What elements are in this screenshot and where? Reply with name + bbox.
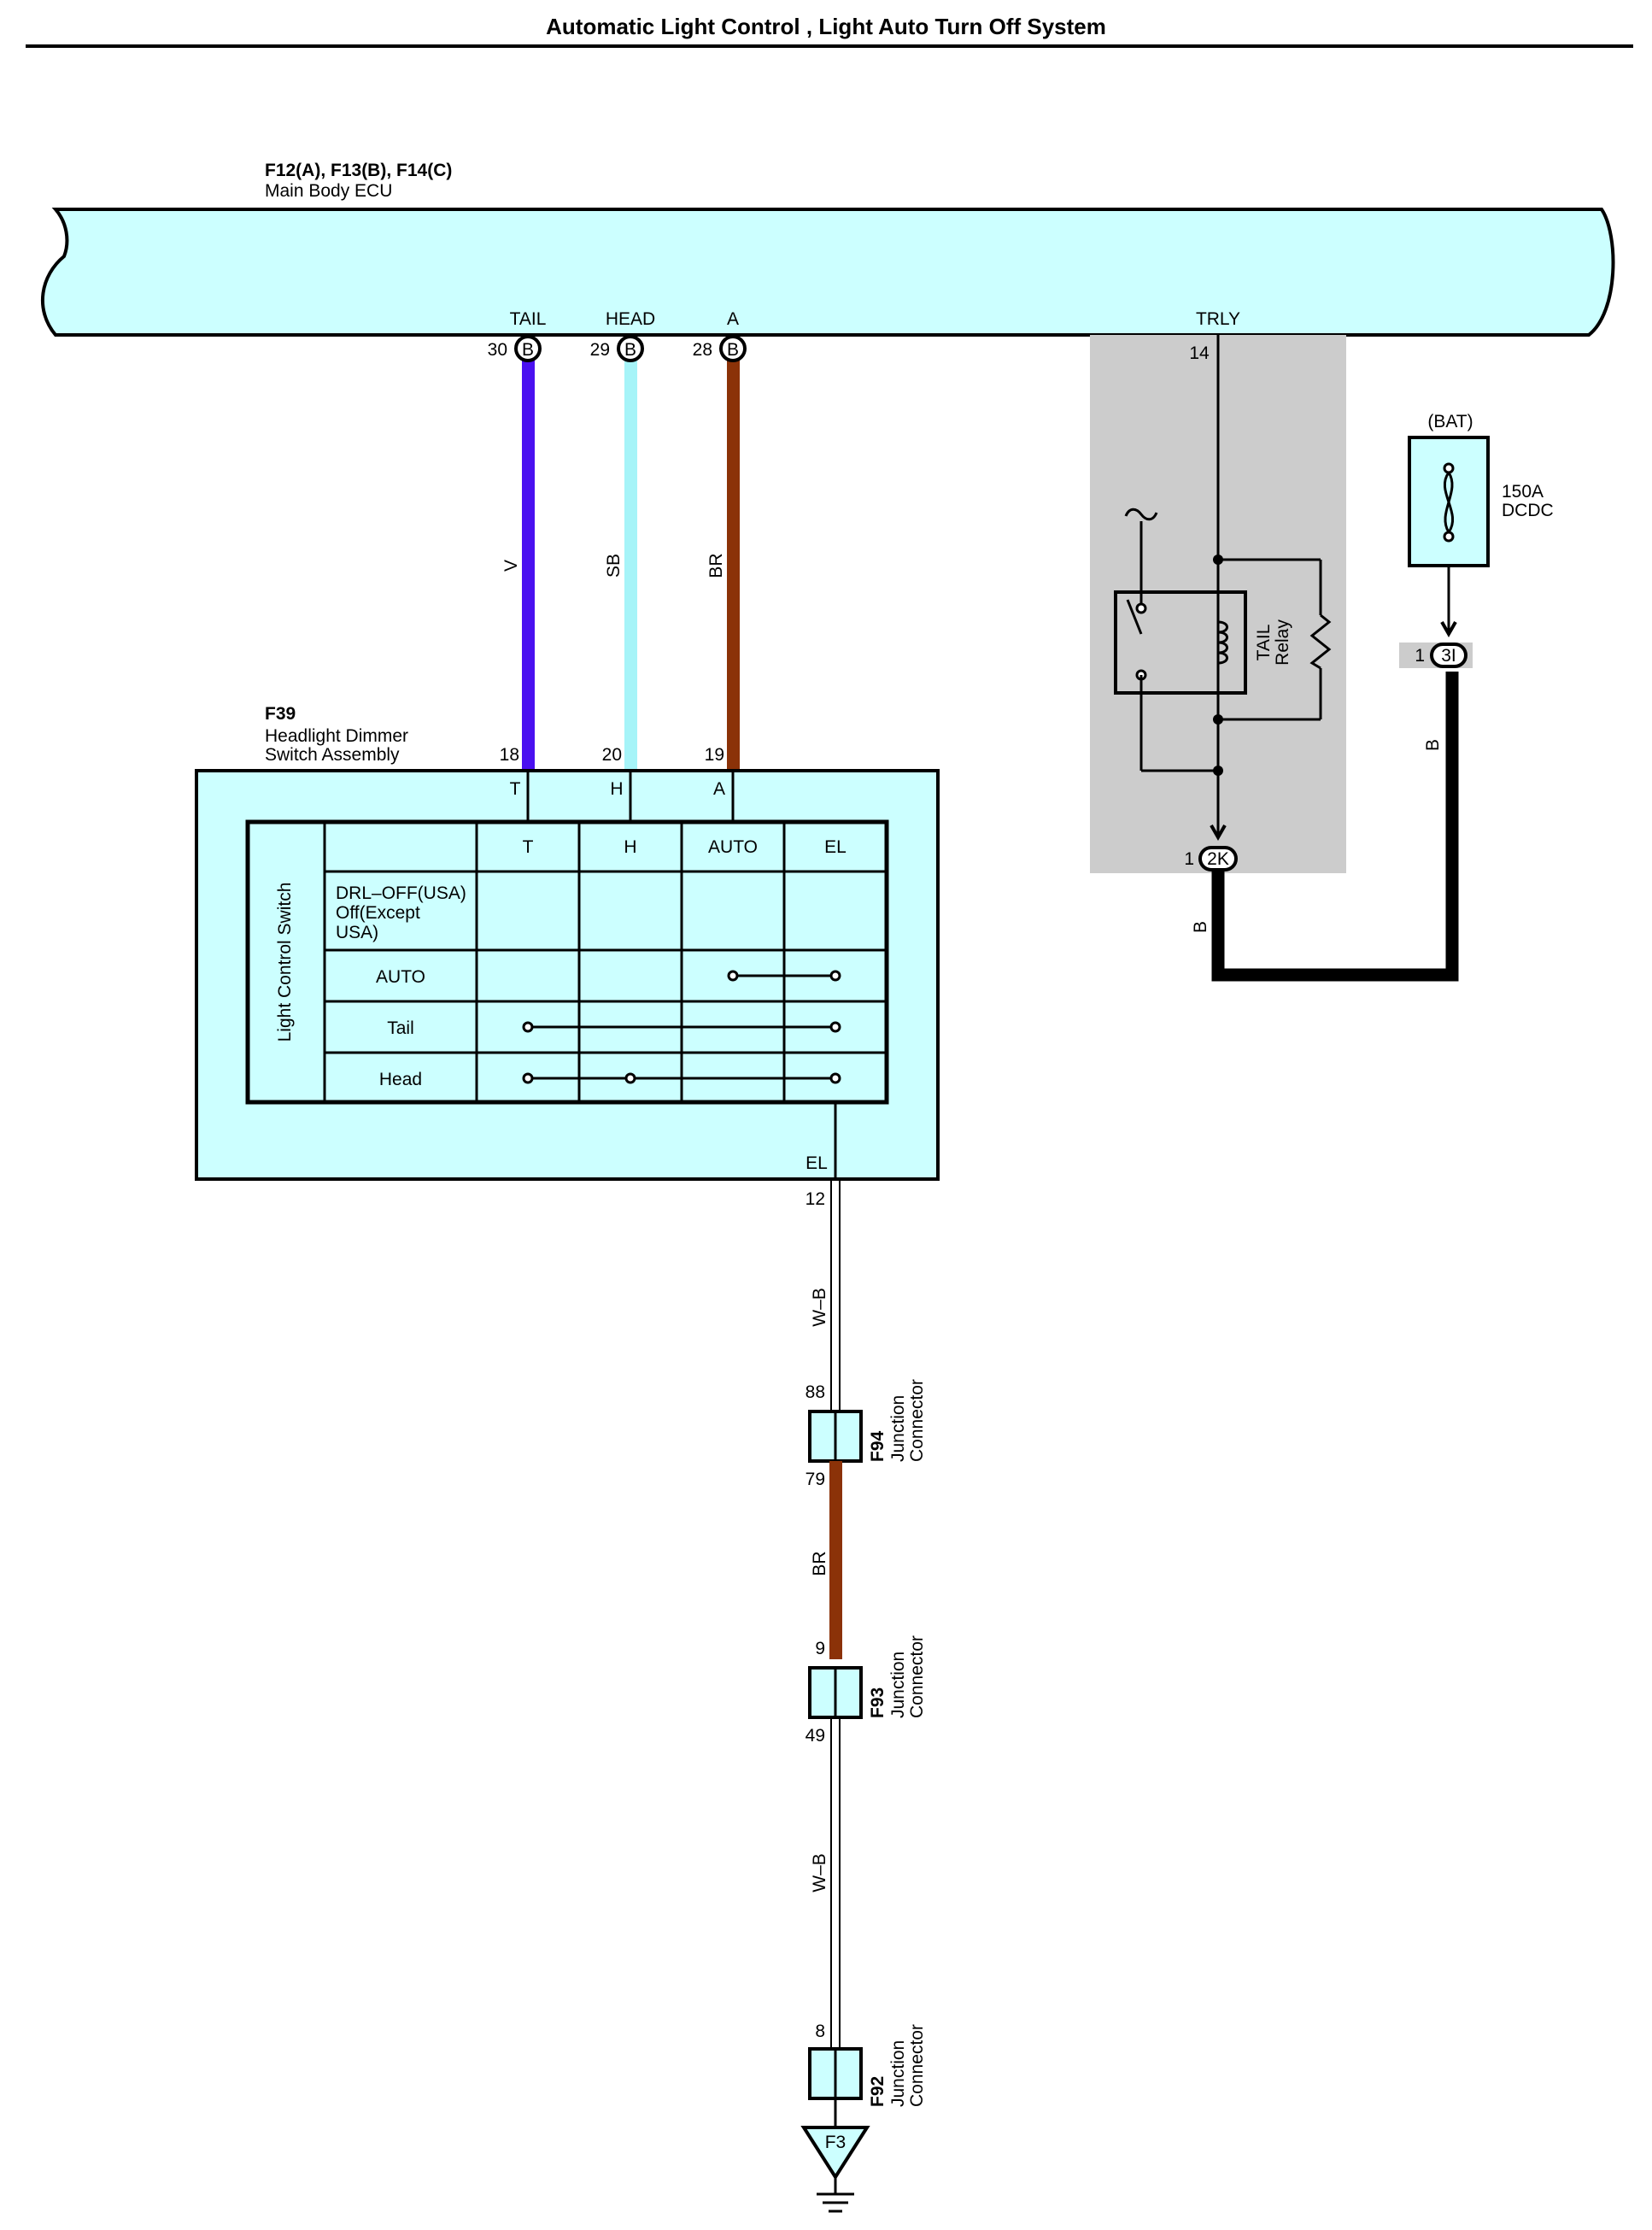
ecu-pin-label-head: HEAD — [606, 309, 655, 329]
ecu-connector-tail — [514, 335, 542, 362]
wire-wb-upper — [830, 1179, 841, 1411]
table-row-drl-line1: DRL–OFF(USA) — [336, 883, 466, 903]
switch-term-el: EL — [805, 1153, 828, 1173]
relay-junction-dot — [1213, 555, 1223, 565]
f93-line1: Junction — [888, 1652, 908, 1718]
f92-line1: Junction — [888, 2040, 908, 2107]
switch-pin-num-el: 12 — [805, 1189, 825, 1209]
table-col-h: H — [624, 837, 636, 857]
table-row-drl-line2: Off(Except — [336, 903, 420, 923]
f92-code: F92 — [868, 2076, 888, 2107]
arrow-2k — [1210, 825, 1227, 842]
ecu-connector-a — [719, 335, 747, 362]
connector-3i-label: 3I — [1441, 646, 1456, 666]
fuse-terminal — [1443, 462, 1455, 474]
fuse-element-icon — [1444, 472, 1454, 533]
table-row-drl-line3: USA) — [336, 923, 378, 942]
ground-point — [800, 2126, 870, 2180]
connector-3i-pin: 1 — [1415, 646, 1425, 666]
table-col-t: T — [523, 837, 534, 857]
ecu-connector-head-label: B — [624, 340, 636, 360]
ecu-code: F12(A), F13(B), F14(C) — [265, 161, 452, 180]
ecu-pin-label-trly: TRLY — [1196, 309, 1240, 329]
ecu-pin-num-trly: 14 — [1189, 343, 1210, 363]
ecu-pin-num-tail: 30 — [488, 340, 507, 360]
switch-connections — [528, 974, 835, 1080]
switch-name-1: Headlight Dimmer — [265, 726, 408, 746]
table-col-auto: AUTO — [708, 837, 758, 857]
wire-b-loop — [1211, 672, 1459, 982]
wire-sb — [624, 361, 637, 769]
table-row-tail: Tail — [387, 1018, 414, 1038]
f93-top-pin: 9 — [815, 1639, 825, 1658]
f92-top-pin: 8 — [815, 2022, 825, 2041]
fuse-rating: 150A — [1502, 482, 1544, 502]
ecu-connector-tail-label: B — [522, 340, 534, 360]
switch-name-2: Switch Assembly — [265, 745, 400, 765]
f93-code: F93 — [868, 1687, 888, 1718]
wire-br — [727, 361, 740, 769]
wire-wb-lower — [830, 1717, 841, 2049]
wire-label-b-left: B — [1191, 921, 1210, 933]
switch-pin-num-a: 19 — [705, 745, 724, 765]
tail-relay-name-1: TAIL — [1254, 625, 1274, 661]
fuse-terminal — [1443, 531, 1455, 543]
switch-contact-dots — [522, 970, 841, 1084]
f92-line2: Connector — [907, 2024, 927, 2107]
wire-label-wb-upper: W–B — [810, 1288, 829, 1327]
table-col-el: EL — [824, 837, 847, 857]
wire-label-b-right: B — [1423, 739, 1443, 751]
switch-pin-num-h: 20 — [602, 745, 622, 765]
connector-2k-label: 2K — [1207, 849, 1229, 869]
fuse-source: (BAT) — [1427, 412, 1473, 431]
f94-line1: Junction — [888, 1395, 908, 1462]
f94-top-pin: 88 — [805, 1382, 825, 1402]
f94-line2: Connector — [907, 1379, 927, 1462]
wire-label-sb: SB — [604, 554, 624, 578]
table-row-auto: AUTO — [376, 967, 425, 987]
switch-term-a: A — [713, 779, 725, 799]
ecu-connector-a-label: B — [727, 340, 739, 360]
wire-label-br-mid: BR — [810, 1551, 829, 1576]
diagram-title: Automatic Light Control , Light Auto Tur… — [546, 14, 1106, 39]
switch-code: F39 — [265, 704, 296, 724]
switch-term-h: H — [610, 779, 623, 799]
f93-line2: Connector — [907, 1635, 927, 1718]
switch-pin-num-t: 18 — [500, 745, 519, 765]
wire-label-wb-lower: W–B — [810, 1853, 829, 1893]
light-control-switch-label: Light Control Switch — [275, 883, 295, 1042]
ecu-pin-num-head: 29 — [590, 340, 610, 360]
f93-bottom-pin: 49 — [805, 1726, 825, 1746]
table-row-head: Head — [379, 1070, 422, 1089]
connector-2k-pin: 1 — [1184, 849, 1194, 869]
tail-relay — [1114, 335, 1332, 837]
connector-3i — [1430, 643, 1467, 668]
ecu-connector-head — [617, 335, 644, 362]
ecu-pin-label-a: A — [727, 309, 739, 329]
arrow-3i — [1440, 621, 1457, 638]
relay-junction-dot — [1213, 766, 1223, 776]
relay-junction-dot — [1213, 714, 1223, 725]
main-body-ecu — [41, 208, 1615, 337]
ground-icon — [817, 2177, 854, 2213]
ecu-pin-label-tail: TAIL — [510, 309, 547, 329]
tail-relay-name-2: Relay — [1273, 619, 1292, 666]
ecu-name: Main Body ECU — [265, 181, 392, 201]
wire-v — [522, 361, 535, 769]
wire-label-v: V — [501, 560, 521, 572]
wire-label-br: BR — [706, 553, 726, 578]
switch-term-t: T — [510, 779, 521, 799]
ground-label: F3 — [825, 2133, 847, 2152]
f94-code: F94 — [868, 1430, 888, 1462]
wire-br-mid — [829, 1461, 842, 1659]
light-control-switch-table — [245, 819, 889, 1105]
f94-bottom-pin: 79 — [805, 1470, 825, 1489]
ecu-pin-num-a: 28 — [693, 340, 712, 360]
fuse-name: DCDC — [1502, 501, 1554, 520]
